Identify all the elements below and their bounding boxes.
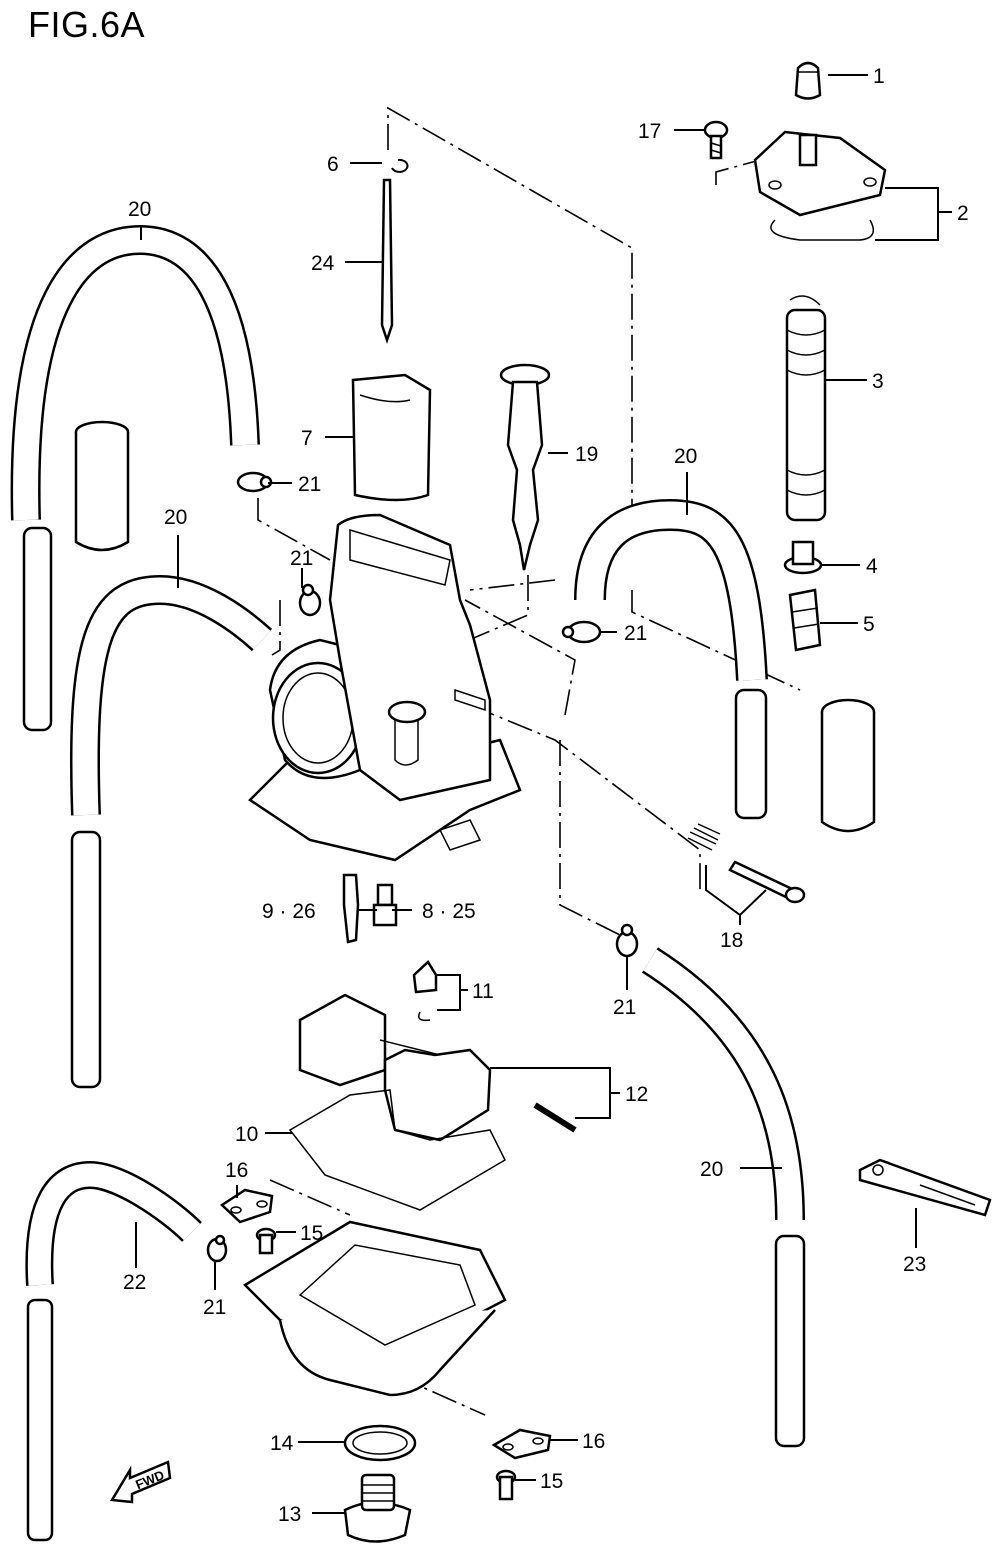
callout-6: 6 [327,153,339,176]
callout-1: 1 [873,65,885,88]
callout-21-b: 21 [290,547,313,570]
callout-23: 23 [903,1253,926,1276]
callout-18: 18 [720,929,743,952]
part-11-clip [412,960,438,1022]
callout-14: 14 [270,1432,294,1455]
part-6-clip [391,158,409,173]
part-23-bracket [858,1158,992,1217]
callout-3: 3 [872,370,884,393]
callout-21-d: 21 [613,996,636,1019]
part-4-seat [783,540,823,575]
callout-20-b: 20 [164,506,187,529]
part-9-26-jet [342,873,360,944]
part-12-float [298,993,577,1142]
part-15-screw-b [495,1469,517,1501]
part-10-gasket [288,1089,506,1211]
part-18-screw-spring [687,823,806,904]
fwd-arrow-icon: FWD [109,1460,172,1504]
hose-20-middle-left [69,574,273,1089]
callout-16-a: 16 [225,1159,248,1182]
part-15-screw-a [255,1227,277,1255]
callout-labels: 1 2 3 4 5 6 7 8 · 25 9 · 26 10 11 12 13 … [123,65,969,1526]
clip-21-d [615,923,639,958]
callout-22: 22 [123,1271,146,1294]
callout-20-d: 20 [700,1158,723,1181]
fwd-label: FWD [133,1467,166,1492]
part-14-o-ring [343,1424,417,1462]
part-17-screw [703,120,729,160]
clip-21-a [236,471,273,493]
hose-20-right-lower [641,947,806,1448]
callout-2: 2 [957,202,969,225]
vent-tube-left [74,420,130,552]
callout-17: 17 [638,120,661,143]
hose-20-left [10,224,260,732]
part-1-cap [794,61,822,100]
part-5-needle-holder [788,588,822,652]
part-13-drain-plug [343,1473,412,1543]
callout-10: 10 [235,1123,258,1146]
clip-21-b [298,583,322,617]
callout-12: 12 [625,1083,648,1106]
callout-21-a: 21 [298,473,321,496]
callout-16-b: 16 [582,1430,605,1453]
clip-21-e [206,1234,228,1263]
hose-20-right-upper [574,498,768,820]
callout-20-a: 20 [128,198,151,221]
vent-tube-right [820,698,876,833]
assembly-lines [257,106,801,1416]
part-19-adjuster [499,363,551,571]
callout-15-a: 15 [300,1222,323,1245]
float-bowl [242,1220,507,1397]
callout-5: 5 [863,613,875,636]
callout-4: 4 [866,555,878,578]
callout-13: 13 [278,1503,301,1526]
part-3-spring [785,295,827,522]
part-24-jet-needle [380,178,394,344]
callout-7: 7 [301,427,313,450]
callout-11: 11 [472,980,494,1003]
callout-20-c: 20 [674,445,697,468]
callout-19: 19 [575,443,598,466]
leader-lines [135,74,952,1514]
carburetor-body [248,513,522,862]
callout-8-25: 8 · 25 [422,900,476,923]
callout-21-e: 21 [203,1296,226,1319]
callout-9-26: 9 · 26 [262,900,316,923]
callout-15-b: 15 [540,1470,563,1493]
part-16-plate-a [219,1188,274,1224]
part-8-25-jet [372,883,398,927]
part-2-top-cover [753,130,887,241]
part-16-plate-b [491,1428,552,1460]
callout-24: 24 [311,252,335,275]
figure-title: FIG.6A [28,4,146,45]
hose-22 [25,1160,202,1542]
clip-21-c [561,620,602,644]
part-7-throttle-valve [351,373,432,502]
callout-21-c: 21 [624,622,647,645]
